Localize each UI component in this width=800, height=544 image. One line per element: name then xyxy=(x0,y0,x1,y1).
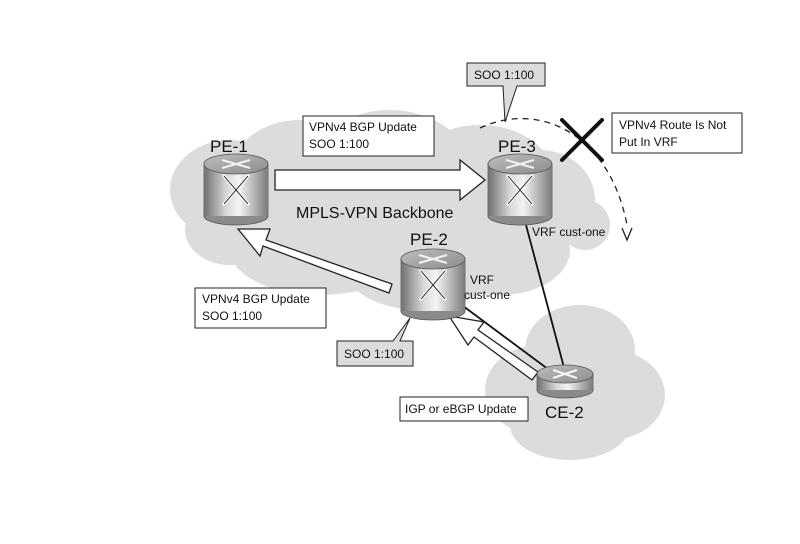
dashed-arrowhead-icon xyxy=(621,227,633,242)
backbone-title: MPLS-VPN Backbone xyxy=(296,205,454,222)
callout-soo-pe2-text: SOO 1:100 xyxy=(344,347,404,361)
callout-igp-update: IGP or eBGP Update xyxy=(399,396,529,422)
callout-soo-pe3-text: SOO 1:100 xyxy=(474,68,534,82)
router-pe1-icon xyxy=(202,152,270,227)
rejected-route-dashed-arrow xyxy=(479,118,628,226)
callout-update-top-line2: SOO 1:100 xyxy=(309,137,369,151)
ce2-label: CE-2 xyxy=(545,403,584,422)
callout-update-left-line1: VPNv4 BGP Update xyxy=(202,292,310,306)
callout-soo-pe3: SOO 1:100 xyxy=(466,62,546,123)
update-arrow-pe2-to-pe1 xyxy=(236,228,393,294)
update-arrow-pe1-to-pe3 xyxy=(274,158,487,202)
callout-update-left: VPNv4 BGP Update SOO 1:100 xyxy=(194,287,327,329)
callout-route-rejected: VPNv4 Route Is Not Put In VRF xyxy=(611,112,743,154)
callout-route-rejected-line2: Put In VRF xyxy=(619,135,678,149)
callout-update-left-line2: SOO 1:100 xyxy=(202,309,262,323)
pe2-vrf-label-line2: cust-one xyxy=(464,288,510,302)
callout-update-top-line1: VPNv4 BGP Update xyxy=(309,120,417,134)
update-arrow-ce2-to-pe2 xyxy=(447,315,539,381)
link-pe2-ce2 xyxy=(454,299,561,379)
callout-route-rejected-line1: VPNv4 Route Is Not xyxy=(619,118,727,132)
pe2-label: PE-2 xyxy=(410,230,448,249)
router-ce2-icon xyxy=(536,364,594,399)
callout-igp-update-text: IGP or eBGP Update xyxy=(405,402,517,416)
callout-update-top: VPNv4 BGP Update SOO 1:100 xyxy=(302,115,435,157)
pe3-vrf-label: VRF cust-one xyxy=(532,225,606,239)
callout-soo-pe2: SOO 1:100 xyxy=(336,317,414,367)
link-pe3-ce2 xyxy=(525,224,567,376)
reject-x-icon xyxy=(560,118,604,162)
router-pe3-icon xyxy=(486,152,554,227)
pe1-label: PE-1 xyxy=(210,137,248,156)
pe2-vrf-label-line1: VRF xyxy=(470,273,494,287)
router-pe2-icon xyxy=(399,247,467,322)
pe3-label: PE-3 xyxy=(498,137,536,156)
